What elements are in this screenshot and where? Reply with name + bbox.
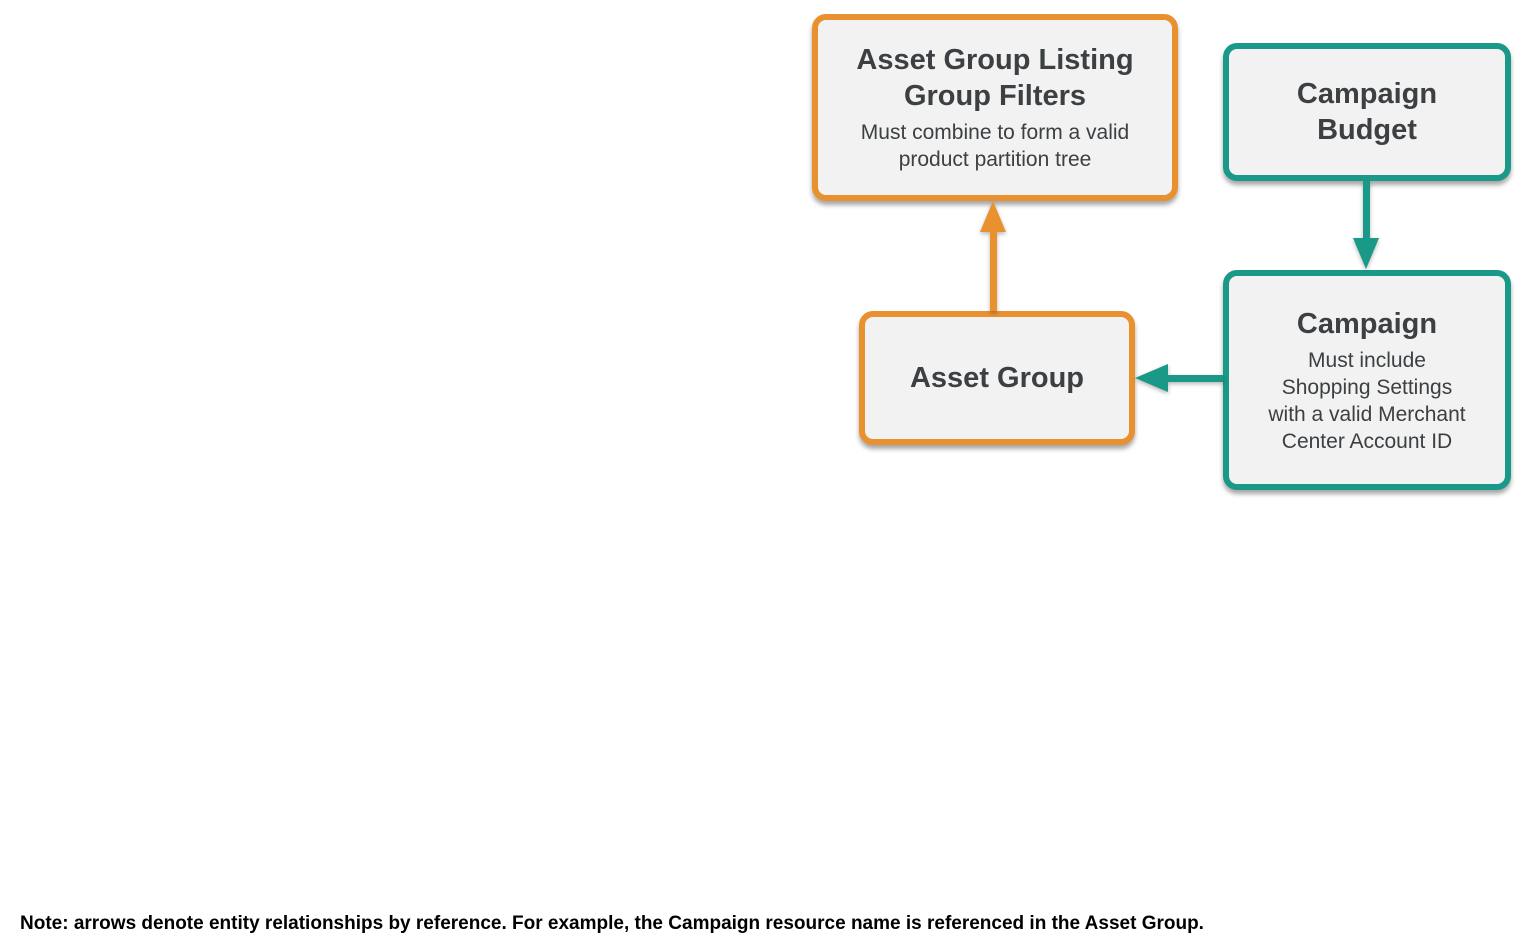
footnote: Note: arrows denote entity relationships… [20,913,1204,934]
box-asset-group-listing-group-filters: Asset Group Listing Group Filters Must c… [812,14,1178,201]
box-asset-group: Asset Group [859,311,1135,445]
arrow-shaft [1165,375,1223,382]
box-title: Asset Group [909,362,1085,394]
box-title: Campaign Budget [1296,78,1438,146]
box-subtitle: Must include Shopping Settings with a va… [1268,348,1466,453]
box-title: Campaign [1296,307,1438,340]
arrowhead-up-icon [980,201,1006,232]
box-subtitle: Must combine to form a valid product par… [860,121,1130,171]
arrow-shaft [990,229,997,311]
arrowhead-left-icon [1135,364,1168,392]
arrow-campaign-budget-to-campaign-icon [1353,181,1380,269]
arrow-campaign-to-asset-group-icon [1135,364,1223,393]
box-title: Asset Group Listing Group Filters [856,44,1134,112]
arrow-shaft [1363,181,1370,241]
arrow-asset-group-to-listing-filters-icon [980,201,1007,311]
box-campaign-budget: Campaign Budget [1223,43,1511,181]
box-campaign: Campaign Must include Shopping Settings … [1223,270,1511,490]
arrowhead-down-icon [1353,238,1379,269]
